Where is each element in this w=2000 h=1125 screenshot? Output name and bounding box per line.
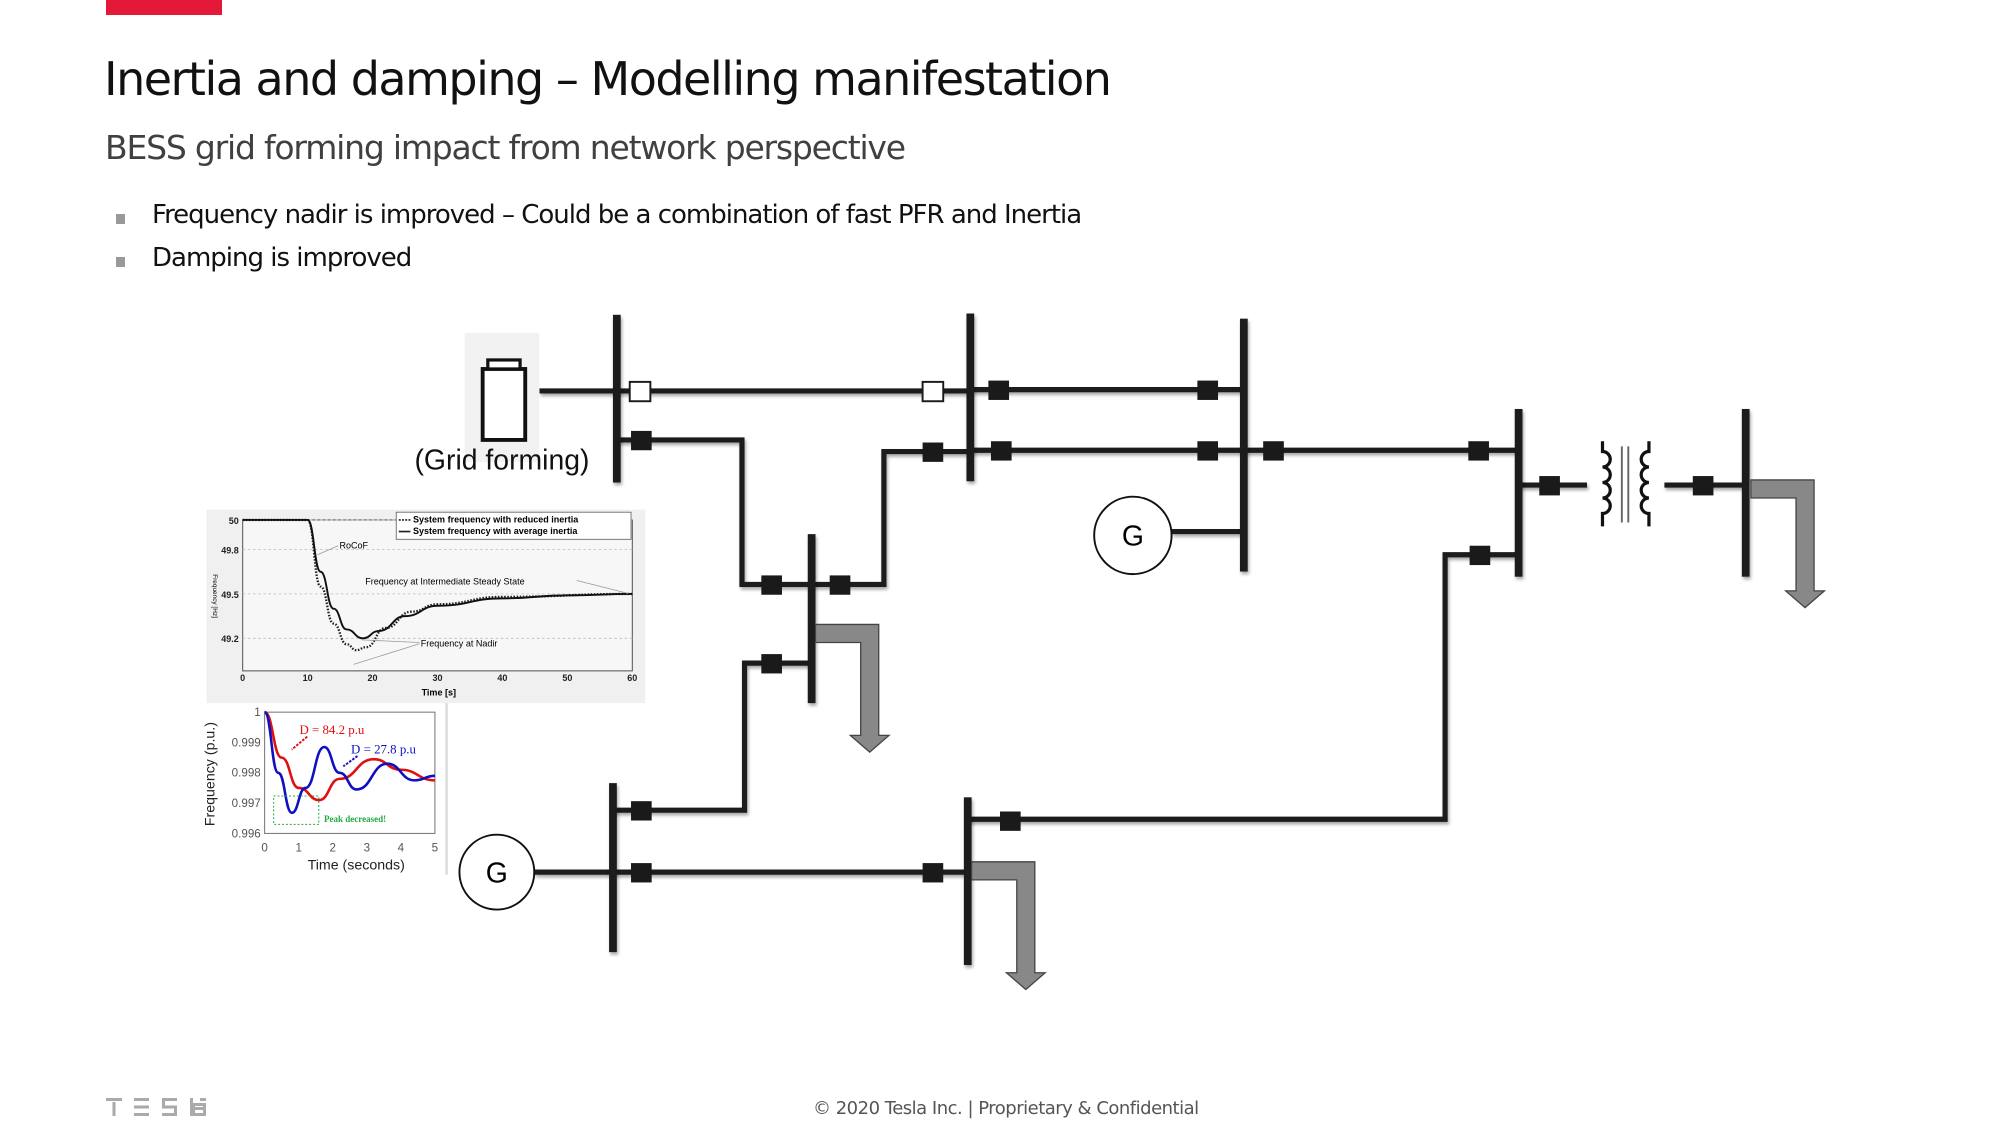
x-tick-label: 0	[261, 841, 267, 854]
x-tick-label: 10	[303, 673, 313, 683]
page-subtitle: BESS grid forming impact from network pe…	[105, 128, 906, 167]
x-tick-label: 4	[398, 841, 405, 854]
series-label: D = 84.2 p.u	[299, 723, 364, 737]
breaker-icon	[922, 442, 944, 462]
damping-frequency-chart: 0 1 2 3 4 5 1 0.999 0.998 0.997 0.996 Time (second…	[202, 703, 448, 875]
bullet-item: Damping is improved	[114, 243, 1081, 286]
y-tick-label: 0.999	[232, 736, 261, 749]
breaker-icon	[761, 575, 782, 595]
breaker-icon	[628, 380, 652, 403]
annotation: Peak decreased!	[324, 814, 386, 824]
series-line	[263, 710, 435, 815]
breaker-icon	[1539, 476, 1560, 496]
x-tick-label: 60	[627, 673, 637, 683]
load-arrows	[814, 479, 1827, 991]
y-axis-label: Frequency [Hz]	[211, 574, 218, 618]
network-lines	[534, 387, 1746, 875]
inertia-frequency-chart: 0 10 20 30 40 50 60 50 49.8 49.5 49.2 Time [s] Fre…	[206, 509, 646, 704]
bus-bar	[1741, 408, 1750, 577]
breaker-icon	[1692, 476, 1714, 496]
bus-bar	[612, 314, 621, 483]
breaker-icon	[1197, 441, 1219, 461]
series-label: D = 27.8 p.u	[351, 742, 416, 756]
tesla-logo	[106, 1098, 206, 1116]
x-tick-label: 30	[432, 673, 442, 683]
y-tick-label: 0.997	[232, 797, 261, 810]
bullet-marker	[116, 257, 125, 267]
x-tick-label: 3	[364, 841, 370, 854]
breaker-icon	[631, 430, 652, 451]
breaker-icon	[1468, 441, 1489, 461]
y-tick-label: 49.8	[221, 545, 239, 555]
breaker-icon	[631, 863, 652, 883]
peak-box	[273, 795, 320, 825]
bus-bar	[1514, 408, 1523, 577]
accent-bar	[106, 0, 222, 15]
footer-copyright: © 2020 Tesla Inc. | Proprietary & Confid…	[813, 1098, 1199, 1119]
generator-icon: G	[458, 833, 536, 911]
breaker-icon	[988, 380, 1010, 400]
bus-bar	[1239, 318, 1248, 572]
breaker-icon	[922, 863, 944, 883]
x-tick-label: 20	[368, 673, 378, 683]
x-axis-label: Time [s]	[422, 687, 456, 697]
x-tick-label: 2	[330, 841, 336, 854]
bullet-list: Frequency nadir is improved – Could be a…	[114, 200, 1082, 286]
buses	[609, 313, 1750, 966]
annotation: Frequency at Intermediate Steady State	[365, 576, 524, 586]
breaker-icon	[1000, 811, 1021, 831]
battery-label: (Grid forming)	[414, 445, 589, 477]
y-tick-label: 49.5	[221, 590, 239, 600]
battery-icon	[464, 332, 540, 462]
breaker-icon	[990, 441, 1012, 461]
breaker-icon	[829, 575, 851, 595]
breaker-icon	[1263, 441, 1284, 461]
generator-label: G	[1122, 521, 1144, 553]
bullet-item: Frequency nadir is improved – Could be a…	[114, 200, 1082, 243]
bus-bar	[609, 783, 617, 953]
x-tick-label: 40	[497, 673, 507, 683]
x-axis-label: Time (seconds)	[308, 858, 405, 874]
x-tick-label: 5	[432, 841, 438, 854]
breaker-icon	[1469, 545, 1491, 566]
x-tick-label: 50	[562, 673, 572, 683]
bus-bar	[963, 797, 972, 966]
load-arrow-icon	[814, 623, 891, 754]
annotation: RoCoF	[339, 540, 368, 550]
series-line	[242, 518, 633, 640]
annotation: Frequency at Nadir	[421, 638, 498, 648]
breaker-icon	[761, 654, 782, 674]
x-tick-label: 1	[295, 841, 301, 854]
generator-label: G	[486, 857, 508, 889]
x-tick-label: 0	[240, 673, 245, 683]
legend-entry: System frequency with reduced inertia	[413, 515, 579, 525]
page-title: Inertia and damping – Modelling manifest…	[104, 52, 1112, 106]
y-tick-label: 49.2	[221, 634, 239, 644]
load-arrow-icon	[970, 861, 1047, 991]
bullet-marker	[116, 214, 125, 224]
y-tick-label: 0.998	[232, 767, 261, 780]
breaker-icon	[1197, 380, 1219, 400]
series-line	[242, 518, 633, 652]
y-tick-label: 50	[229, 516, 239, 526]
breaker-icon	[921, 380, 945, 403]
generator-icon: G	[1093, 495, 1173, 576]
transformer-icon	[1600, 441, 1651, 527]
bus-bar	[966, 313, 975, 482]
y-tick-label: 0.996	[232, 827, 261, 840]
legend	[395, 511, 632, 540]
y-axis-label: Frequency (p.u.)	[202, 722, 218, 826]
legend-entry: System frequency with average inertia	[413, 526, 578, 536]
y-tick-label: 1	[254, 706, 260, 719]
breaker-icon	[631, 801, 652, 821]
breakers	[628, 380, 1714, 883]
bus-bar	[807, 534, 816, 704]
load-arrow-icon	[1750, 479, 1827, 609]
